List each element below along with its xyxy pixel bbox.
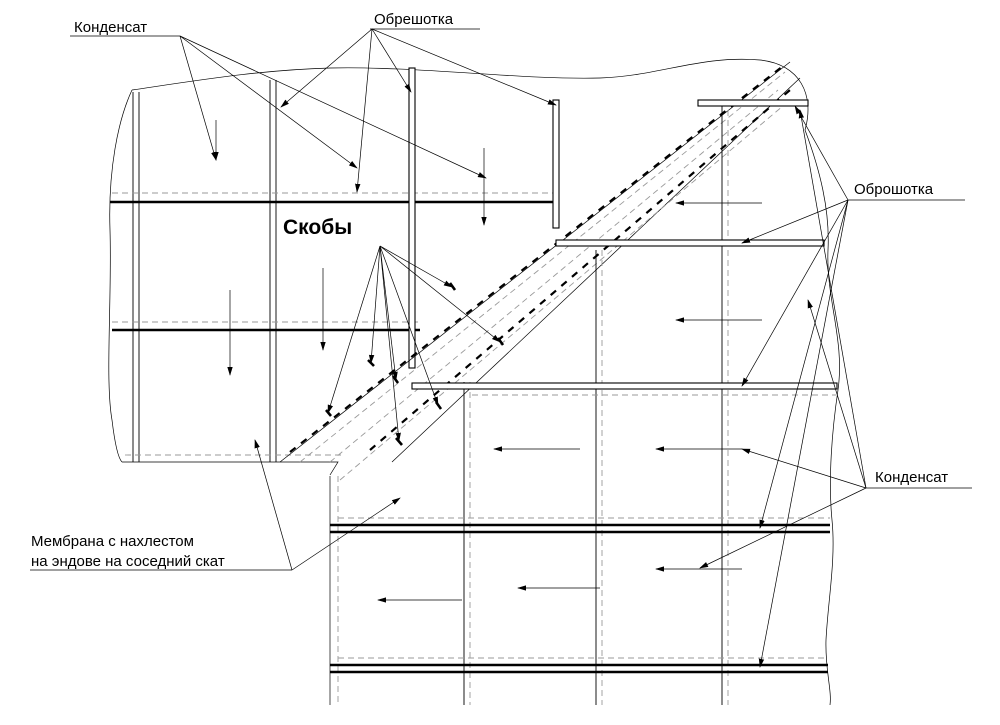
- left-slope-left-edge: [108, 89, 133, 463]
- staple-mark: [434, 401, 443, 410]
- label-obroshotka-right: Оброшотка: [854, 181, 934, 198]
- leader-line: [280, 28, 373, 108]
- right-slope-right-edge: [804, 129, 840, 706]
- right-slope: [329, 99, 840, 706]
- leader-line: [798, 109, 867, 489]
- valley-dashed: [329, 89, 779, 463]
- leader-line: [758, 199, 849, 668]
- labels: Конденсат Обрешотка Оброшотка Скобы Конд…: [31, 11, 948, 570]
- valley-dashed: [339, 99, 791, 481]
- valley-edge: [279, 61, 791, 463]
- leader-line: [807, 299, 867, 489]
- batten-strip: [555, 239, 825, 247]
- leader-line: [355, 28, 373, 193]
- leader-line: [379, 245, 439, 406]
- leader-line: [179, 35, 217, 161]
- label-kondensat-right: Конденсат: [875, 469, 948, 486]
- leader-line: [291, 497, 401, 571]
- leader-line: [741, 199, 849, 387]
- leader-line: [699, 487, 867, 569]
- leader-line: [379, 245, 501, 343]
- leader-line: [254, 439, 293, 571]
- leaders: [30, 28, 972, 668]
- left-slope-break-line: [131, 58, 809, 131]
- label-kondensat-top: Конденсат: [74, 19, 147, 36]
- left-slope-bottom-edge: [122, 461, 339, 476]
- leader-line: [741, 199, 849, 244]
- left-slope: [108, 58, 809, 476]
- leader-line: [368, 245, 381, 364]
- leader-line: [741, 448, 867, 489]
- leader-line: [379, 245, 401, 442]
- batten-strip: [408, 67, 416, 369]
- leader-line: [371, 28, 557, 106]
- valley-center-dashed: [369, 89, 791, 451]
- leader-line: [327, 245, 381, 414]
- leader-line: [179, 35, 487, 179]
- leader-line: [371, 28, 412, 93]
- leader-line: [379, 245, 398, 381]
- leader-line: [794, 105, 849, 201]
- leader-line: [379, 245, 453, 288]
- label-skoby: Скобы: [283, 216, 352, 239]
- batten-strip: [411, 382, 838, 390]
- valley-dashed: [299, 71, 786, 463]
- label-obreshotka-top: Обрешотка: [374, 11, 454, 28]
- label-membrana-line1: Мембрана с нахлестом: [31, 533, 194, 550]
- valley-center-dashed: [289, 65, 784, 453]
- label-membrana-line2: на эндове на соседний скат: [31, 553, 225, 570]
- leader-line: [759, 199, 849, 529]
- batten-strip: [552, 99, 560, 229]
- batten-strip: [697, 99, 809, 107]
- leader-line: [179, 35, 358, 169]
